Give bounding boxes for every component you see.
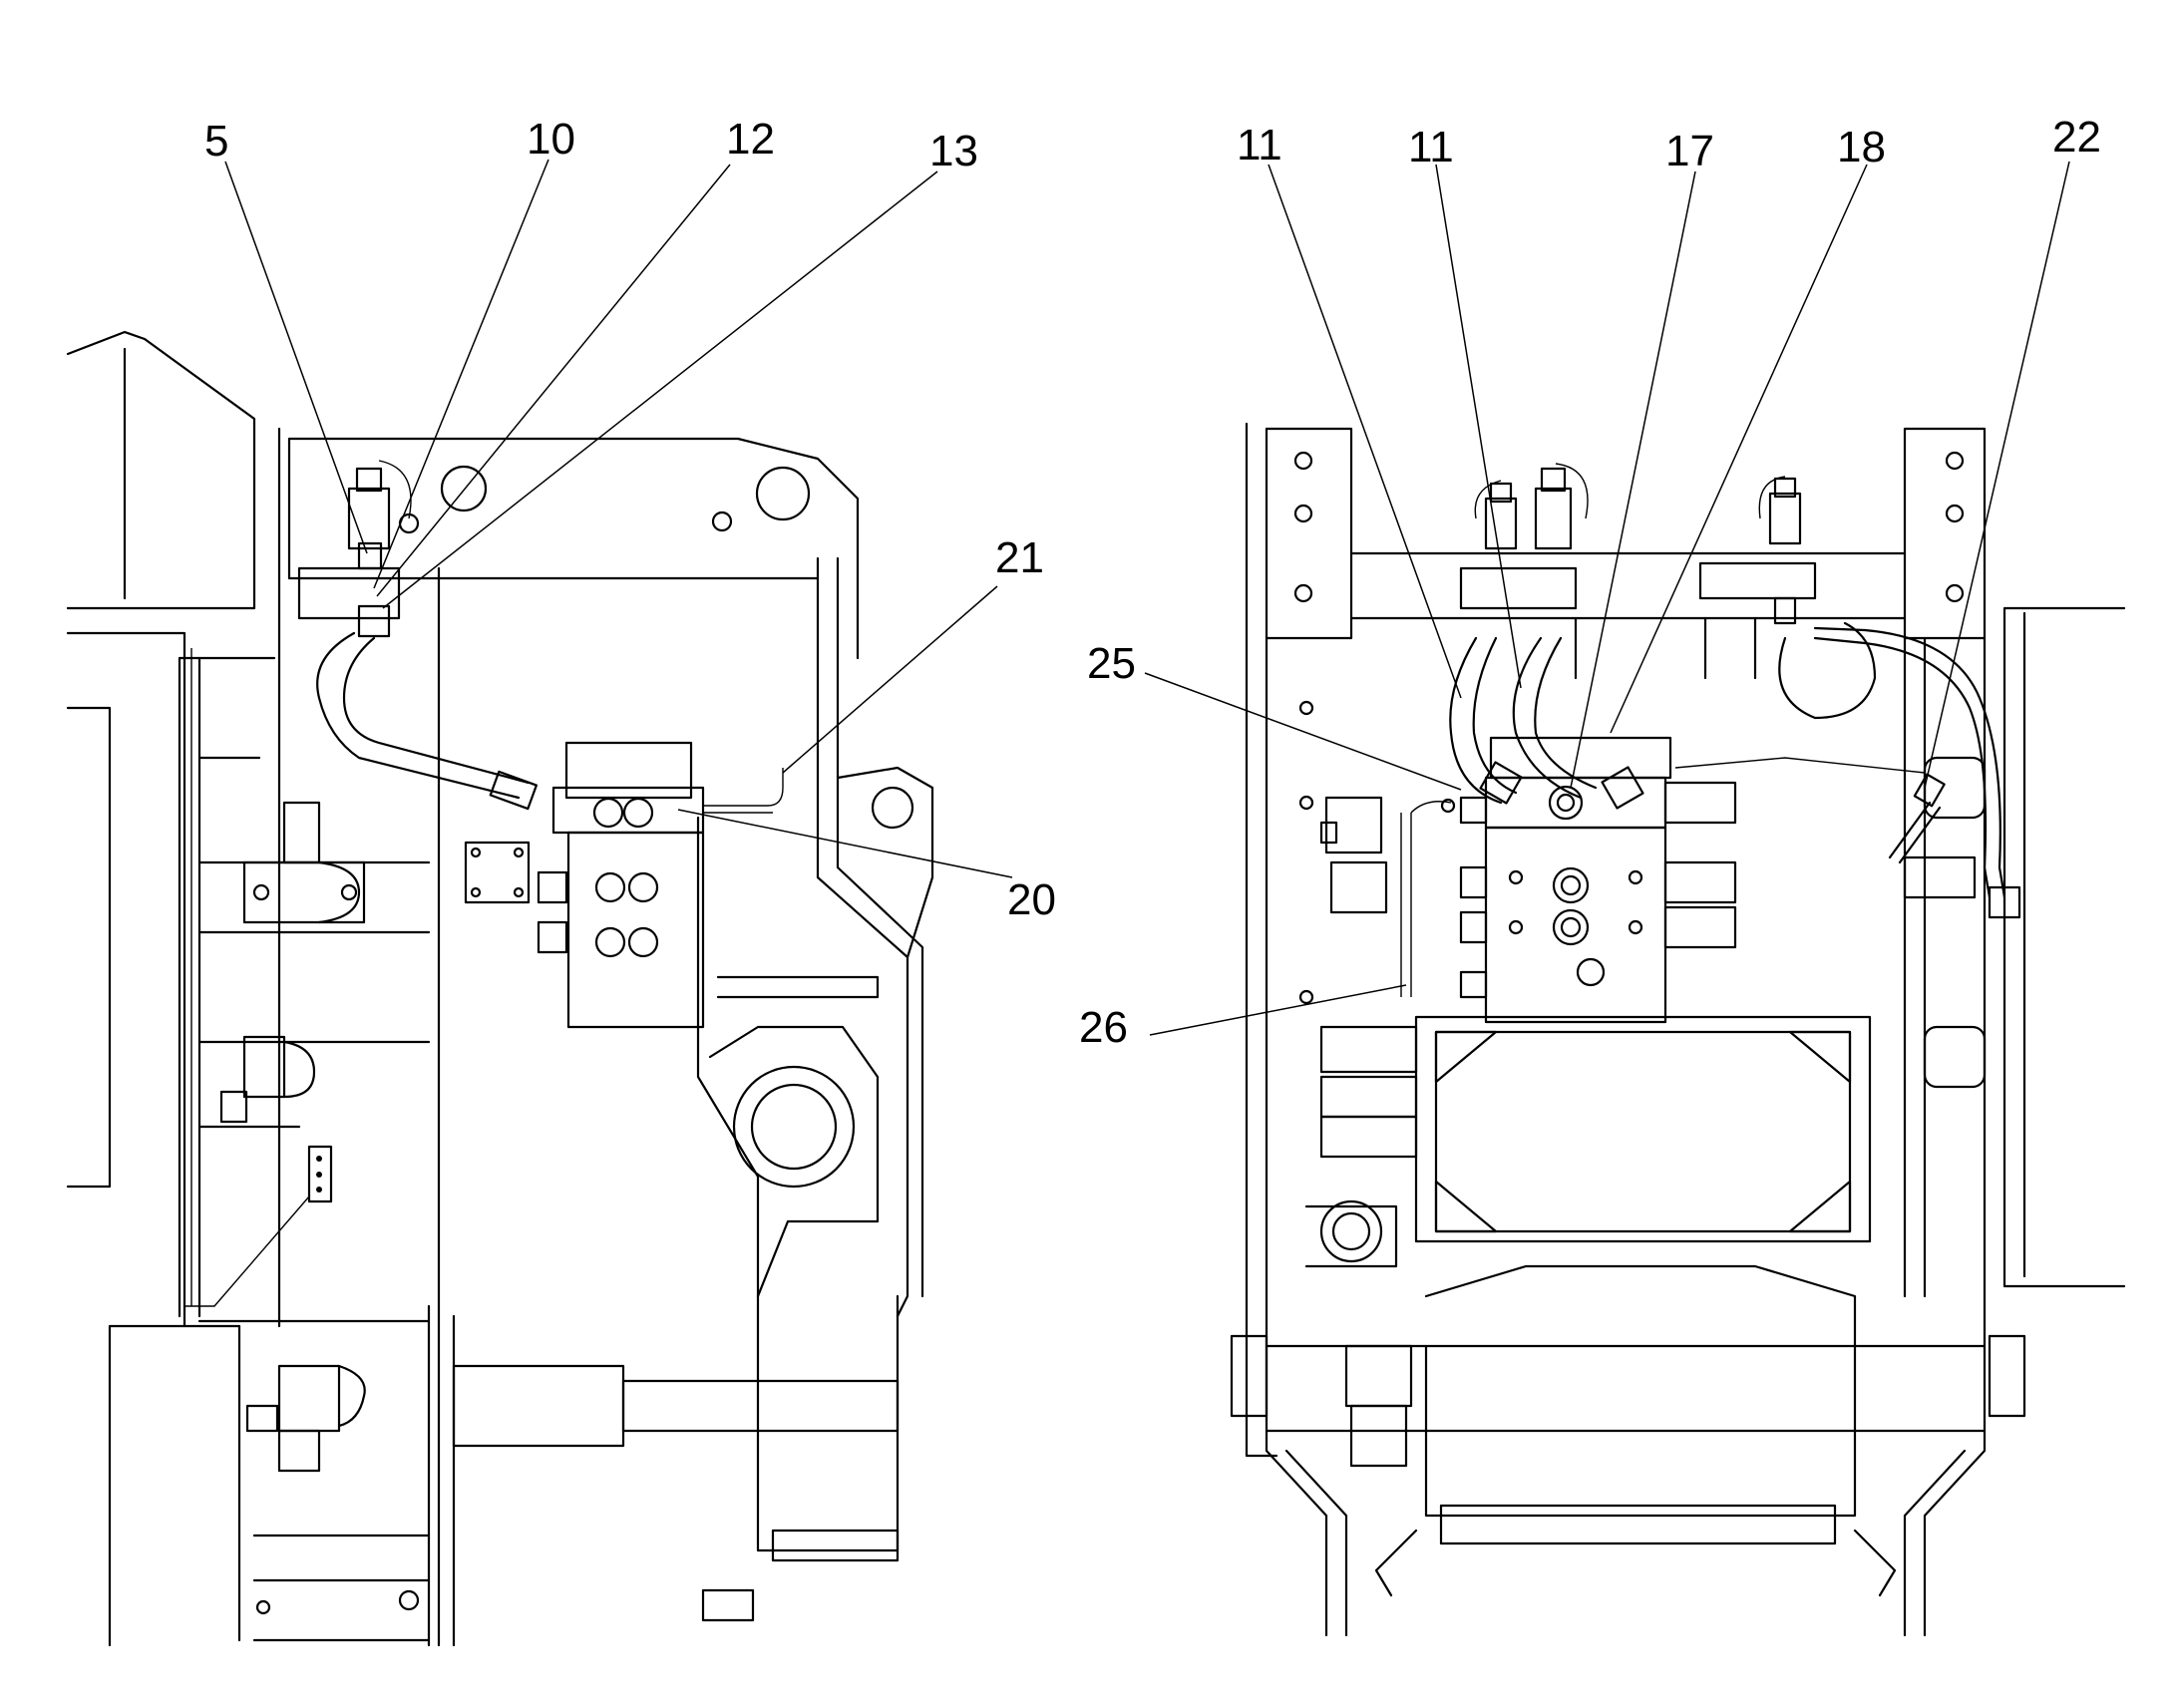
callout-11-right: 11 <box>1408 123 1454 171</box>
callout-10: 10 <box>527 115 575 164</box>
cross-beam <box>1349 551 1907 620</box>
pressure-switch <box>347 487 391 550</box>
bolt-hole <box>755 466 811 521</box>
callout-21: 21 <box>995 533 1044 582</box>
round-tank <box>1778 621 1877 720</box>
right-view <box>1230 422 2126 1637</box>
left-view <box>66 330 934 1647</box>
hose-11b <box>1512 636 1598 800</box>
pressure-switch <box>1768 492 1802 545</box>
cylinder-body <box>452 1364 625 1448</box>
main-valve-block <box>1484 826 1667 1024</box>
motor <box>1319 1199 1383 1263</box>
callout-12: 12 <box>726 115 775 164</box>
coil-valve-bank-middle <box>1319 1025 1418 1159</box>
callout-17: 17 <box>1665 127 1714 175</box>
control-valve-top <box>564 741 693 800</box>
callouts: 5 10 12 13 21 20 11 11 17 18 22 25 26 <box>204 113 2101 1052</box>
pivot-pin <box>732 1065 856 1189</box>
switch-block <box>297 566 401 620</box>
callout-13: 13 <box>929 127 978 175</box>
callout-22: 22 <box>2052 113 2101 162</box>
cylinder-rod <box>621 1379 900 1433</box>
leader-lines <box>224 159 2070 1036</box>
callout-25: 25 <box>1087 639 1136 688</box>
tank-body <box>1424 1344 1857 1518</box>
top-valve <box>1489 736 1672 780</box>
coil-valve-bank-upper <box>1319 796 1388 914</box>
callout-20: 20 <box>1007 875 1056 924</box>
cab-outline <box>66 330 256 610</box>
center-frame <box>1414 1015 1872 1243</box>
pressure-switch <box>1534 487 1573 550</box>
callout-11-left: 11 <box>1237 121 1282 170</box>
callout-26: 26 <box>1079 1003 1128 1052</box>
pressure-switch <box>1484 497 1518 550</box>
hose-11a <box>1449 636 1518 805</box>
hydraulic-hose <box>316 631 531 800</box>
coil-valve-bank-lower <box>1344 1344 1413 1468</box>
callout-5: 5 <box>204 117 228 166</box>
callout-18: 18 <box>1837 123 1886 171</box>
switch-manifold <box>1459 566 1578 610</box>
long-hose <box>1813 626 2006 899</box>
cover-plate <box>464 841 531 904</box>
bolt-hole <box>440 465 488 512</box>
